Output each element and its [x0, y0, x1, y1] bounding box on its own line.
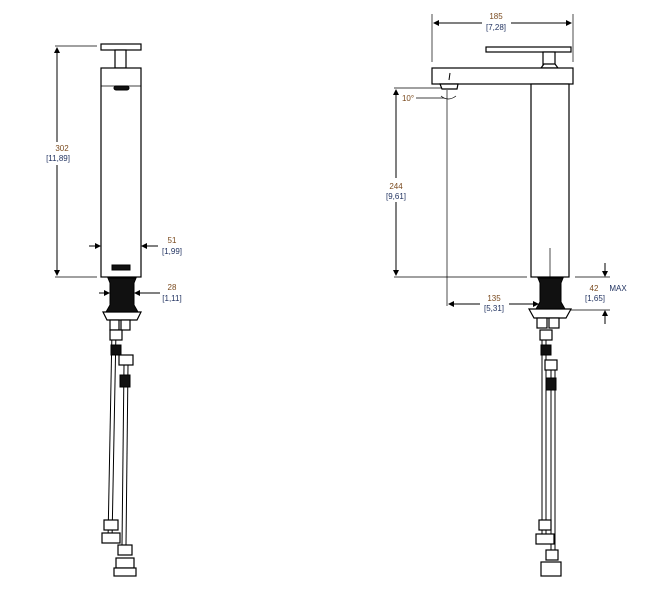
dimension-spout-reach: 135 [5,31] — [446, 90, 539, 313]
supply-hoses — [101, 329, 137, 577]
dim-244-in: [9,61] — [386, 192, 406, 201]
dim-10-deg: 10° — [402, 94, 414, 103]
handle-stem — [542, 51, 556, 66]
dim-42-in: [1,65] — [585, 294, 605, 303]
faucet-body — [530, 83, 570, 278]
handle-stem — [114, 49, 127, 69]
side-view: 185 [7,28] 10° 244 [9,61] 135 [5,31] — [386, 12, 627, 577]
faucet-body — [100, 67, 142, 278]
dimension-overall-length: 185 [7,28] — [431, 12, 574, 62]
dim-302-mm: 302 — [55, 144, 69, 153]
dim-185-in: [7,28] — [486, 23, 506, 32]
dim-28-mm: 28 — [168, 283, 177, 292]
spout — [431, 67, 574, 85]
dimension-height: 302 [11,89] — [46, 45, 97, 278]
front-view: 302 [11,89] 51 [1,99] 28 [1,11] — [46, 43, 182, 577]
dimension-spout-height: 244 [9,61] — [386, 87, 610, 278]
dim-42-mm: 42 — [590, 284, 599, 293]
dim-51-in: [1,99] — [162, 247, 182, 256]
aerator — [439, 83, 459, 90]
mounting-flange — [527, 308, 573, 319]
dimension-spout-angle: 10° — [402, 94, 457, 103]
dim-51-mm: 51 — [168, 236, 177, 245]
threaded-shank — [105, 277, 139, 313]
dim-135-mm: 135 — [487, 294, 501, 303]
dim-244-mm: 244 — [389, 182, 403, 191]
dimension-thread: 28 [1,11] — [99, 283, 182, 303]
supply-hoses — [535, 329, 562, 577]
aerator — [113, 85, 130, 91]
dim-135-in: [5,31] — [484, 304, 504, 313]
dimension-max-deck: 42 MAX [1,65] — [570, 263, 627, 324]
dim-42-max-label: MAX — [609, 284, 627, 293]
mounting-flange — [102, 311, 142, 321]
handle-plate — [100, 43, 142, 51]
handle-lever — [485, 46, 572, 53]
dim-28-in: [1,11] — [162, 294, 181, 303]
dim-185-mm: 185 — [489, 12, 503, 21]
dimension-body-width: 51 [1,99] — [89, 236, 182, 256]
base-slot — [111, 264, 131, 271]
threaded-shank — [535, 277, 566, 310]
dim-302-in: [11,89] — [46, 154, 70, 163]
